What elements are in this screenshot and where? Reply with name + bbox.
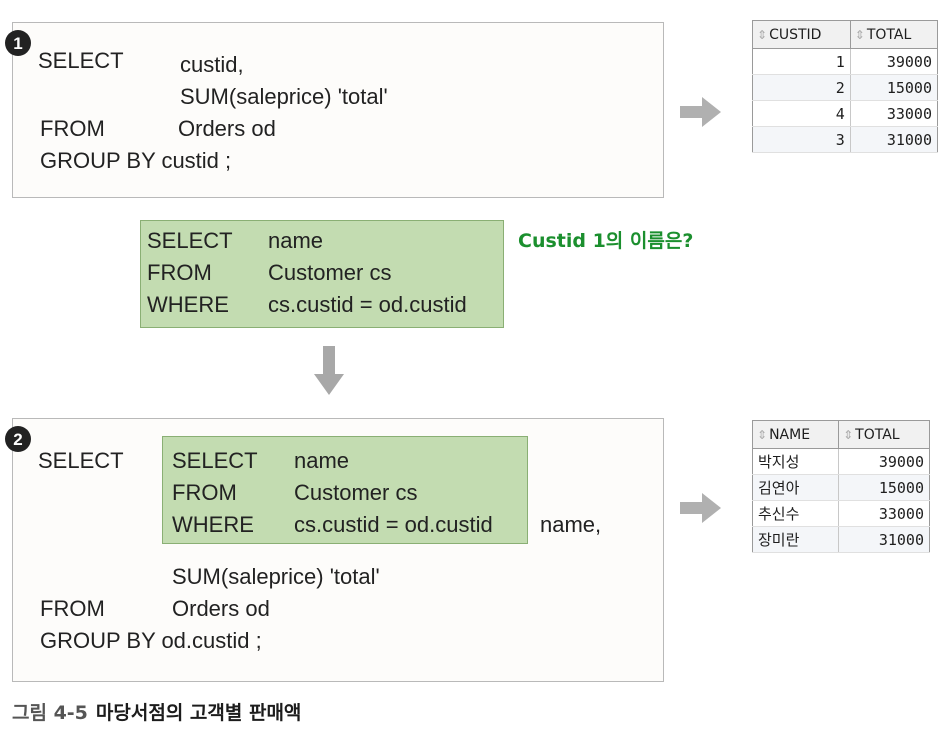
step2-inner-where-condition: cs.custid = od.custid bbox=[294, 512, 493, 537]
step2-from-keyword: FROM bbox=[40, 596, 105, 621]
cell-total: 33000 bbox=[838, 500, 930, 527]
column-header-name[interactable]: ⇕NAME bbox=[752, 420, 840, 449]
cell-total: 15000 bbox=[838, 474, 930, 501]
step2-badge: 2 bbox=[5, 426, 31, 452]
figure-title: 마당서점의 고객별 판매액 bbox=[95, 702, 302, 724]
cell-name: 박지성 bbox=[752, 448, 840, 475]
step2-inner-select-keyword: SELECT bbox=[172, 448, 258, 473]
sort-icon: ⇕ bbox=[757, 27, 768, 42]
step2-group-by: GROUP BY od.custid ; bbox=[40, 628, 262, 653]
step2-inner-from-table: Customer cs bbox=[294, 480, 418, 505]
cell-total: 39000 bbox=[838, 448, 930, 475]
subquery-from-keyword: FROM bbox=[147, 260, 212, 285]
cell-name: 장미란 bbox=[752, 526, 840, 553]
subquery-select-keyword: SELECT bbox=[147, 228, 233, 253]
step2-subquery-box bbox=[162, 436, 528, 544]
step2-alias: name, bbox=[540, 512, 602, 537]
step2-inner-from-keyword: FROM bbox=[172, 480, 237, 505]
cell-total: 39000 bbox=[850, 48, 938, 75]
column-header-total[interactable]: ⇕TOTAL bbox=[850, 20, 938, 49]
cell-total: 31000 bbox=[838, 526, 930, 553]
step2-sum-expression: SUM(saleprice) 'total' bbox=[172, 564, 380, 589]
step1-select-keyword: SELECT bbox=[38, 48, 124, 73]
cell-total: 15000 bbox=[850, 74, 938, 101]
column-header-total[interactable]: ⇕TOTAL bbox=[838, 420, 930, 449]
cell-name: 김연아 bbox=[752, 474, 840, 501]
step1-code-panel bbox=[12, 22, 664, 198]
step2-select-keyword: SELECT bbox=[38, 448, 124, 473]
cell-custid: 4 bbox=[752, 100, 851, 127]
step1-from-table: Orders od bbox=[178, 116, 276, 141]
step2-inner-where-keyword: WHERE bbox=[172, 512, 254, 537]
step1-select-column: custid, bbox=[180, 52, 244, 77]
figure-caption: 그림 4-5 마당서점의 고객별 판매액 bbox=[12, 698, 301, 725]
cell-total: 33000 bbox=[850, 100, 938, 127]
arrow-right-icon bbox=[680, 493, 721, 523]
cell-total: 31000 bbox=[850, 126, 938, 153]
step1-sum-expression: SUM(saleprice) 'total' bbox=[180, 84, 388, 109]
arrow-right-icon bbox=[680, 97, 721, 127]
step2-from-table: Orders od bbox=[172, 596, 270, 621]
sort-icon: ⇕ bbox=[843, 427, 854, 442]
arrow-down-icon bbox=[314, 346, 344, 395]
sort-icon: ⇕ bbox=[854, 27, 865, 42]
cell-custid: 1 bbox=[752, 48, 851, 75]
subquery-select-column: name bbox=[268, 228, 324, 253]
subquery-where-condition: cs.custid = od.custid bbox=[268, 292, 467, 317]
question-annotation: Custid 1의 이름은? bbox=[518, 230, 694, 252]
step1-from-keyword: FROM bbox=[40, 116, 105, 141]
step2-inner-select-column: name bbox=[294, 448, 350, 473]
sort-icon: ⇕ bbox=[757, 427, 768, 442]
cell-custid: 2 bbox=[752, 74, 851, 101]
column-header-custid[interactable]: ⇕CUSTID bbox=[752, 20, 851, 49]
subquery-where-keyword: WHERE bbox=[147, 292, 229, 317]
subquery-from-table: Customer cs bbox=[268, 260, 392, 285]
step1-group-by: GROUP BY custid ; bbox=[40, 148, 232, 173]
step1-badge: 1 bbox=[5, 30, 31, 56]
cell-custid: 3 bbox=[752, 126, 851, 153]
figure-number: 그림 4-5 bbox=[12, 702, 88, 724]
cell-name: 추신수 bbox=[752, 500, 840, 527]
subquery-box bbox=[140, 220, 504, 328]
